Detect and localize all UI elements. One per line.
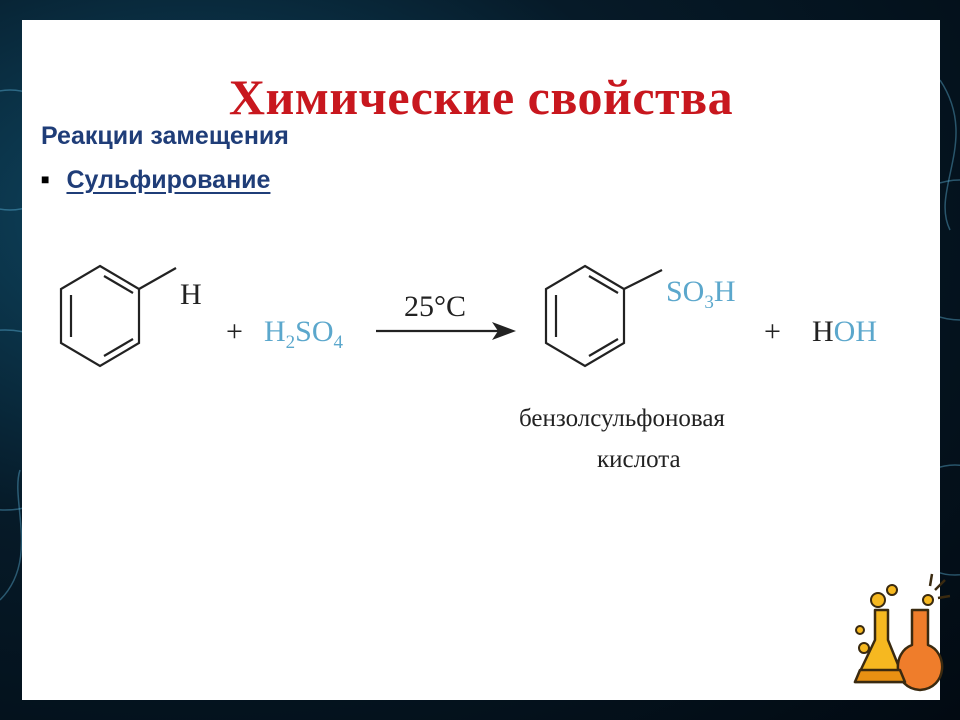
reactant-h-substituent: H bbox=[180, 278, 202, 311]
product-water: HOH bbox=[812, 315, 877, 348]
reagent-h2so4: H2SO4 bbox=[264, 315, 344, 353]
plus-sign-1: + bbox=[226, 315, 243, 348]
product-name-line1: бензолсульфоновая bbox=[519, 405, 725, 432]
chemistry-flask-icon bbox=[853, 573, 951, 692]
slide-subtitle: Реакции замещения bbox=[41, 122, 289, 150]
bullet-item: ■ Сульфирование bbox=[41, 166, 270, 195]
benzene-ring-reactant bbox=[59, 264, 177, 368]
reaction-arrow-icon bbox=[376, 322, 516, 340]
reaction-condition-temperature: 25°C bbox=[404, 290, 466, 323]
bullet-link-sulfonation[interactable]: Сульфирование bbox=[66, 166, 271, 194]
slide-content-area: Химические свойства Реакции замещения ■ … bbox=[22, 20, 940, 700]
slide-title: Химические свойства bbox=[228, 69, 734, 125]
plus-sign-2: + bbox=[764, 315, 781, 348]
product-so3h-group: SO3H bbox=[666, 275, 736, 313]
product-name-line2: кислота bbox=[597, 446, 681, 473]
square-bullet-icon: ■ bbox=[41, 170, 50, 187]
benzene-ring-product bbox=[544, 264, 663, 368]
